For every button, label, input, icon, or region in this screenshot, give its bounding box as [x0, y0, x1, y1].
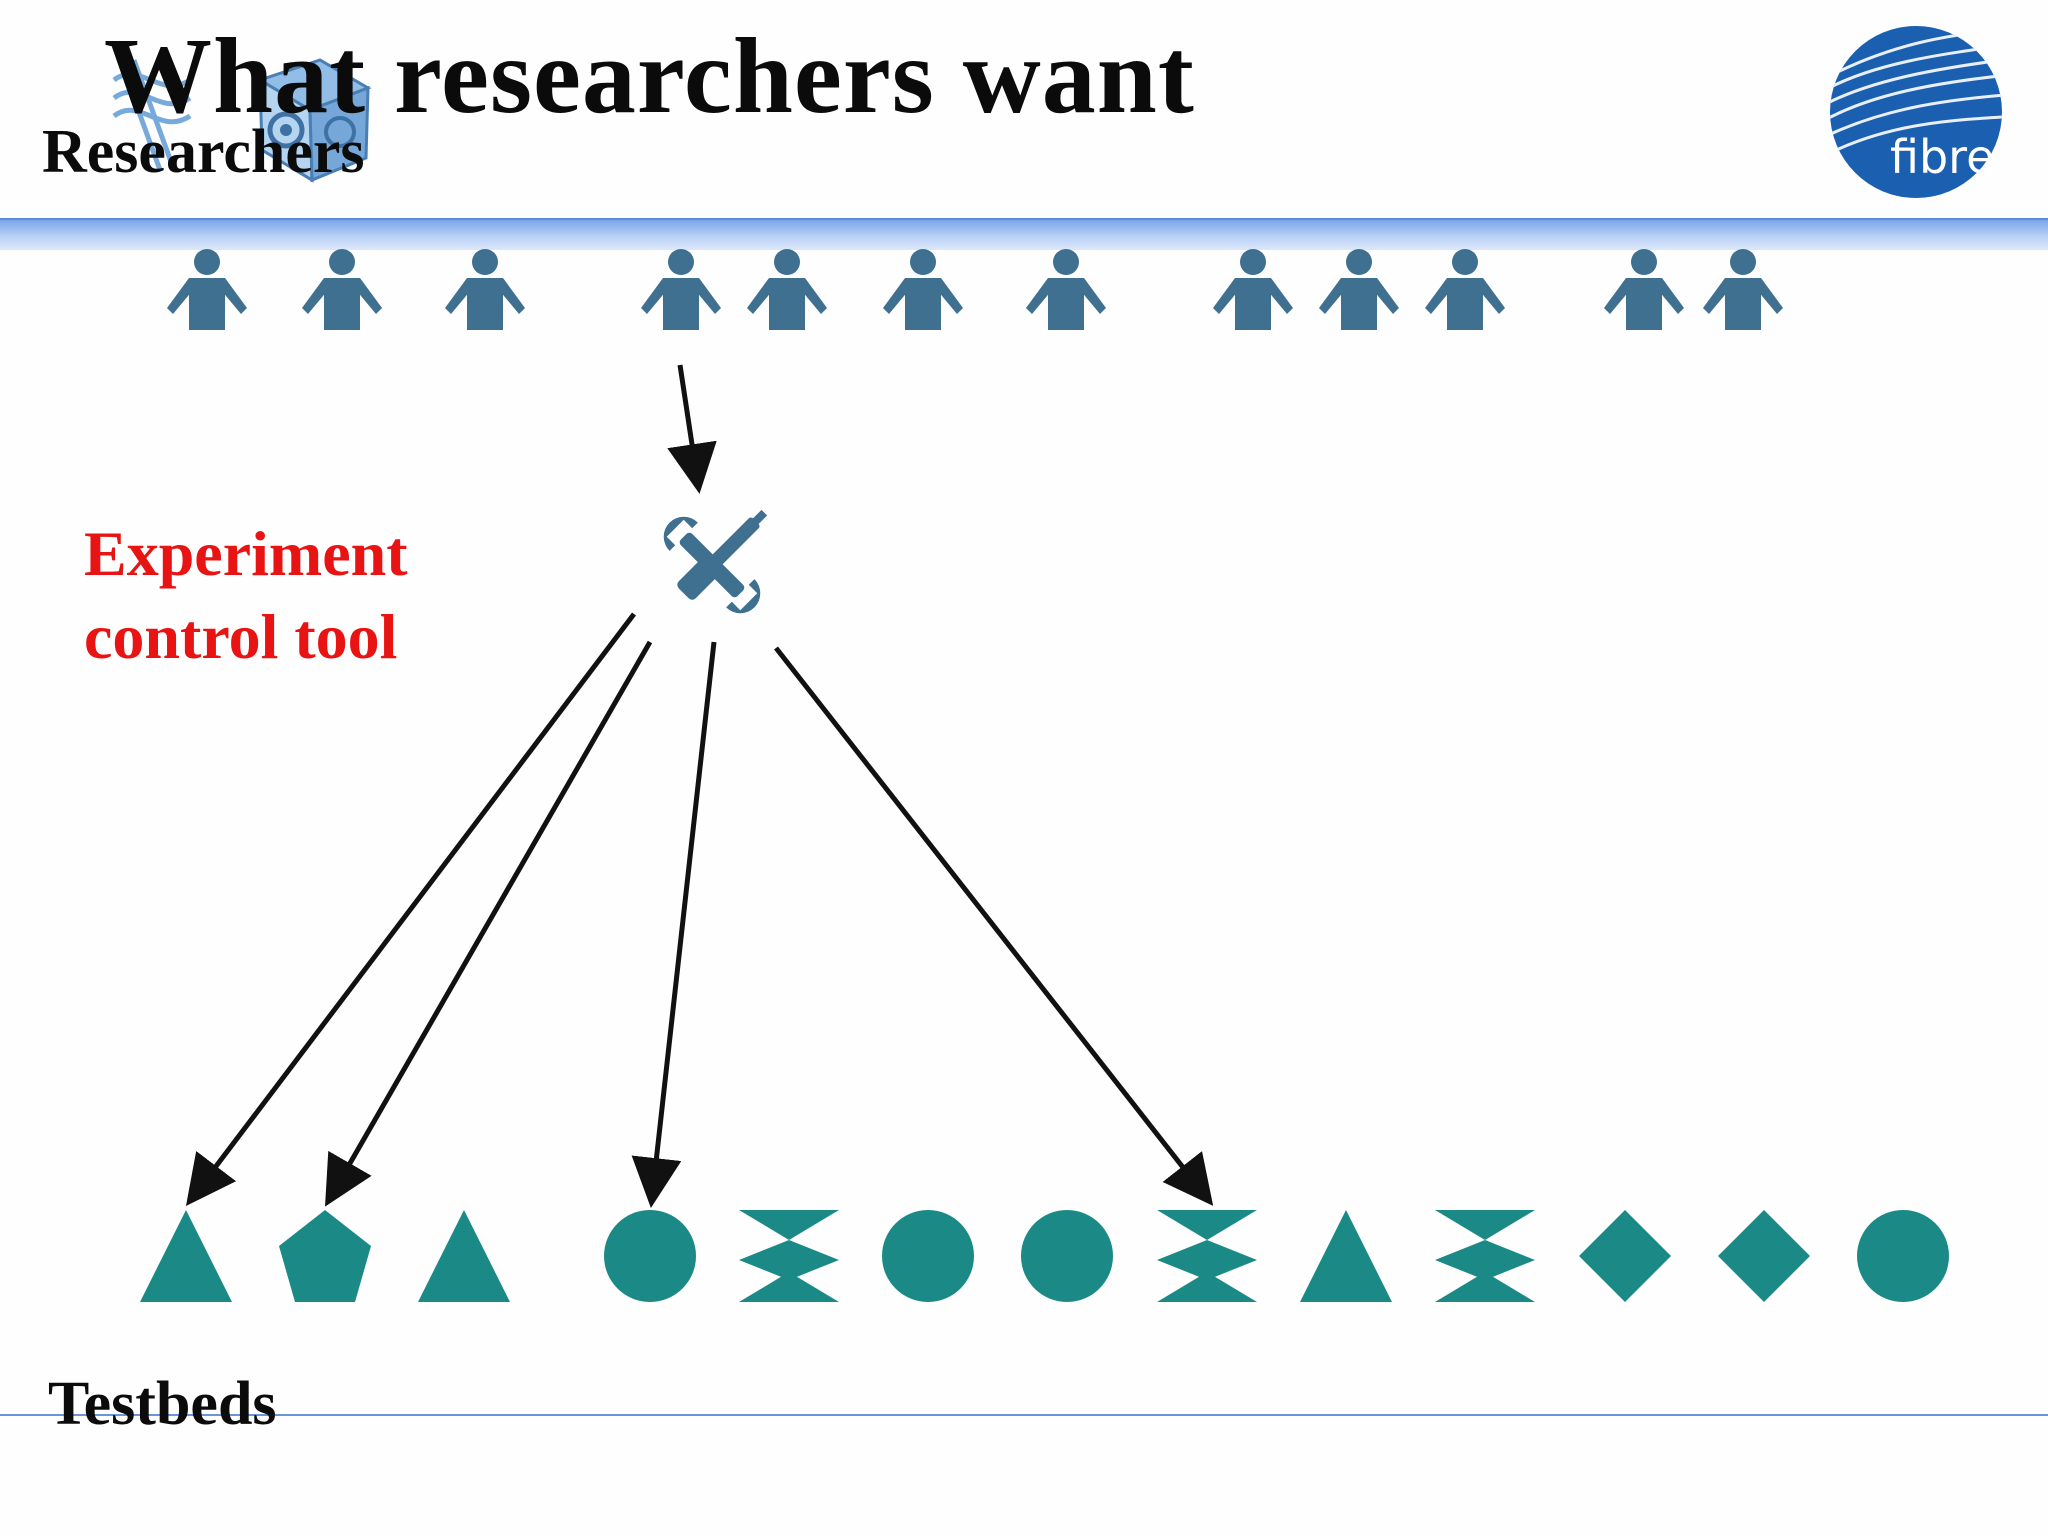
researchers-row — [167, 249, 1783, 330]
arrow-researcher-4-to-experiment-control-tool — [667, 364, 717, 494]
testbed-12-diamond — [1718, 1210, 1810, 1302]
testbed-3-triangle — [418, 1210, 510, 1302]
researcher-2 — [302, 249, 382, 330]
tool-label-line2: control tool — [84, 601, 398, 672]
project-logo-left — [112, 58, 372, 183]
testbeds-line — [0, 1414, 2048, 1416]
testbed-1-triangle — [140, 1210, 232, 1302]
testbed-5-hourglass — [739, 1210, 839, 1302]
researchers-label: Researchers — [42, 118, 365, 186]
testbed-4-circle — [604, 1210, 696, 1302]
testbed-2-pentagon — [279, 1210, 371, 1302]
testbed-13-circle — [1857, 1210, 1949, 1302]
fibre-logo — [1830, 26, 2002, 198]
experiment-control-tool — [663, 509, 768, 614]
researchers-band — [0, 218, 2048, 250]
researcher-7 — [1026, 249, 1106, 330]
testbeds-label: Testbeds — [48, 1370, 277, 1438]
testbed-8-hourglass — [1157, 1210, 1257, 1302]
researcher-6 — [883, 249, 963, 330]
arrow-experiment-control-tool-to-testbed-8 — [774, 646, 1214, 1206]
arrow-experiment-control-tool-to-testbed-4 — [631, 641, 717, 1208]
researcher-4 — [641, 249, 721, 330]
researcher-5 — [747, 249, 827, 330]
researcher-10 — [1425, 249, 1505, 330]
testbeds-row — [140, 1210, 1949, 1302]
testbed-9-triangle — [1300, 1210, 1392, 1302]
arrows — [185, 364, 1214, 1208]
researcher-12 — [1703, 249, 1783, 330]
experiment-control-tool-label: Experiment control tool — [84, 512, 408, 678]
testbed-7-circle — [1021, 1210, 1113, 1302]
testbed-11-diamond — [1579, 1210, 1671, 1302]
arrow-experiment-control-tool-to-testbed-2 — [325, 640, 653, 1207]
researcher-11 — [1604, 249, 1684, 330]
wrench-screwdriver-icon — [663, 509, 768, 614]
tool-label-line1: Experiment — [84, 518, 408, 589]
researcher-8 — [1213, 249, 1293, 330]
researcher-9 — [1319, 249, 1399, 330]
testbed-10-hourglass — [1435, 1210, 1535, 1302]
fibre-logo-text: fibre — [1890, 130, 1995, 184]
slide-title: What researchers want — [104, 17, 1195, 136]
arrow-experiment-control-tool-to-testbed-1 — [185, 612, 636, 1206]
testbed-6-circle — [882, 1210, 974, 1302]
researcher-3 — [445, 249, 525, 330]
researcher-1 — [167, 249, 247, 330]
